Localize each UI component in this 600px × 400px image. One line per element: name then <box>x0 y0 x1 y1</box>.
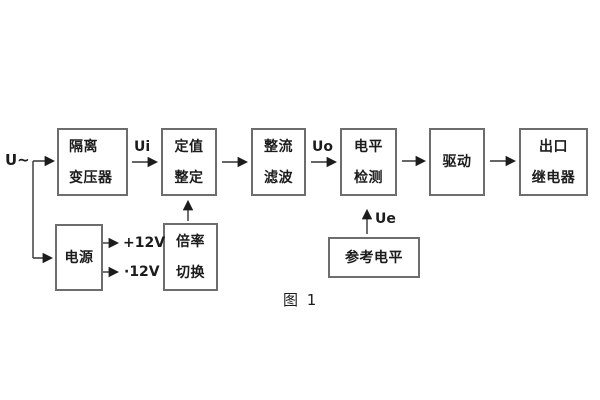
plus-12v-label: +12V <box>123 235 166 251</box>
box-line: 继电器 <box>531 169 576 186</box>
box-reference-level: 参考电平 <box>328 237 420 278</box>
box-output-relay: 出口 继电器 <box>519 128 588 196</box>
box-line: 隔离 <box>69 138 98 155</box>
ue-signal-label: Ue <box>375 211 396 227</box>
box-isolation-transformer: 隔离 变压器 <box>57 128 128 196</box>
box-setting-adjust: 定值 整定 <box>161 128 217 196</box>
box-line: 参考电平 <box>345 249 403 266</box>
box-power-supply: 电源 <box>55 224 103 291</box>
uo-signal-label: Uo <box>312 139 333 155</box>
box-line: 电平 <box>354 138 383 155</box>
box-line: 倍率 <box>176 233 205 250</box>
box-line: 滤波 <box>264 169 293 186</box>
box-line: 切换 <box>176 264 205 281</box>
box-ratio-switch: 倍率 切换 <box>163 223 218 291</box>
minus-12v-label: ·12V <box>124 264 160 280</box>
box-line: 变压器 <box>69 169 113 186</box>
box-rectify-filter: 整流 滤波 <box>251 128 306 196</box>
box-drive: 驱动 <box>429 128 485 196</box>
ui-signal-label: Ui <box>134 139 151 155</box>
box-line: 定值 <box>174 138 204 155</box>
box-line: 电源 <box>64 249 94 266</box>
box-line: 整流 <box>264 138 293 155</box>
input-voltage-label: U~ <box>5 151 30 169</box>
figure-caption: 图 1 <box>283 291 319 309</box>
box-line: 检测 <box>354 169 383 186</box>
box-line: 驱动 <box>442 154 472 170</box>
box-level-detect: 电平 检测 <box>340 128 397 196</box>
box-line: 出口 <box>539 138 568 155</box>
box-line: 整定 <box>174 169 204 186</box>
